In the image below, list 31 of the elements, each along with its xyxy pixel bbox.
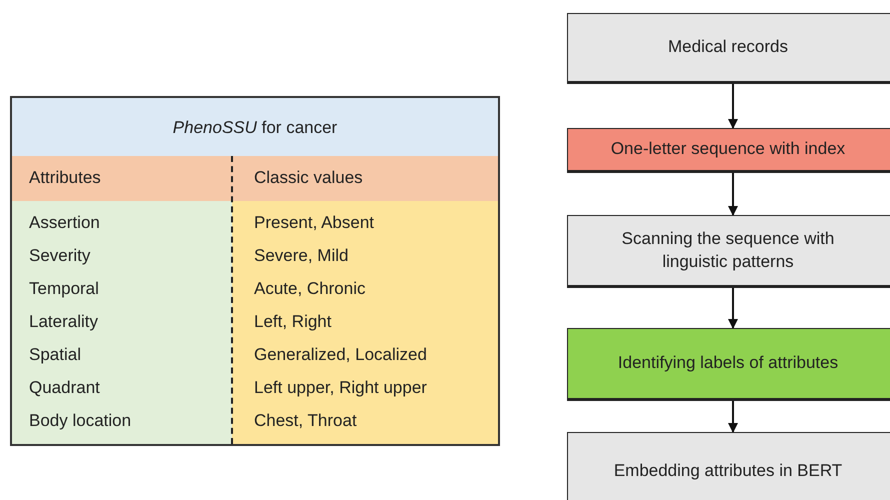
arrow [728,401,738,433]
column-header: Classic values [254,168,363,188]
table-cell-text: Chest, Throat [254,411,357,431]
table-cell-text: Generalized, Localized [254,345,427,365]
table-cell-text: Spatial [29,345,81,365]
table-cell-text: Present, Absent [254,213,374,233]
node-text: Medical records [668,36,788,58]
arrow [728,288,738,329]
process-box [567,128,890,173]
table-cell-text: Quadrant [29,378,100,398]
table-cell-text: Assertion [29,213,100,233]
node-text: Embedding attributes in BERT [614,460,842,482]
process-box [567,328,890,401]
table-cell-text: Left, Right [254,312,332,332]
node-text: Identifying labels of attributes [618,352,838,374]
table-cell-text: Left upper, Right upper [254,378,427,398]
process-box [567,432,890,500]
process-box [567,13,890,84]
table-title: PhenoSSU for cancer [172,118,338,138]
table-cell-text: Severity [29,246,90,266]
table-cell-text: Body location [29,411,132,431]
node-text: Scanning the sequence with linguistic patterns [620,228,836,272]
table-cell-text: Acute, Chronic [254,279,366,299]
node-text: One-letter sequence with index [610,138,846,160]
arrow [728,173,738,216]
column-header: Attributes [29,168,101,188]
table-cell-text: Temporal [29,279,99,299]
table-cell-text: Laterality [29,312,98,332]
arrow [728,84,738,129]
table-cell-text: Severe, Mild [254,246,348,266]
process-box [567,215,890,288]
